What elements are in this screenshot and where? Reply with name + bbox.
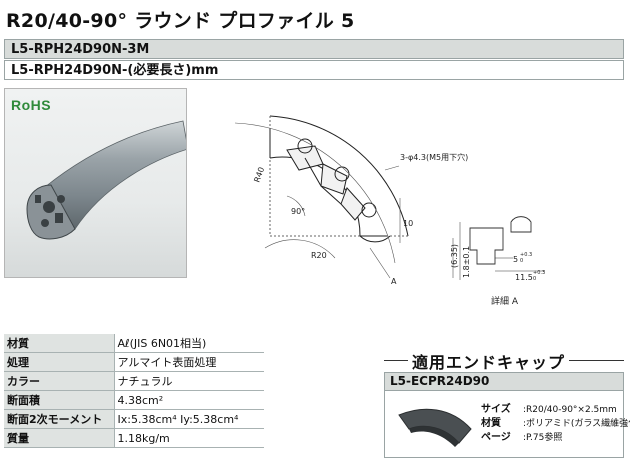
spec-row: カラーナチュラル (4, 371, 264, 391)
dim-5-tol-low: 0 (520, 258, 523, 264)
detail-label: 詳細 A (491, 295, 519, 307)
dim-11-5-tol: +0.3 (533, 270, 545, 276)
endcap-heading: 適用エンドキャップ (384, 349, 624, 373)
dim-r20: R20 (311, 251, 327, 260)
dim-5-tol: +0.3 (520, 252, 532, 258)
dim-r40: R40 (252, 166, 266, 184)
dim-11-5: 11.5 (515, 273, 533, 282)
dim-6-35: (6.35) (450, 244, 459, 268)
endcap-size-row: サイズ:R20/40-90°×2.5mm (481, 404, 617, 415)
product-photo: RoHS (4, 88, 187, 278)
dim-11-5-tol-low: 0 (533, 276, 536, 282)
product-code-3m: L5-RPH24D90N-3M (4, 39, 624, 59)
endcap-material-row: 材質:ポリアミド(ガラス繊維強化) (481, 418, 630, 429)
dim-10: 10 (403, 219, 413, 228)
label-a: A (391, 277, 397, 286)
page-title: R20/40-90° ラウンド プロファイル 5 (6, 10, 355, 32)
dim-5: 5 (513, 255, 518, 264)
product-code-custom: L5-RPH24D90N-(必要長さ)mm (4, 60, 624, 80)
profile-extrusion-image (26, 120, 186, 240)
rohs-badge: RoHS (11, 97, 52, 113)
dim-angle: 90° (291, 207, 305, 216)
endcap-heading-text: 適用エンドキャップ (408, 349, 570, 373)
endcap-page-row: ページ:P.75参照 (481, 432, 563, 443)
dim-1-8: 1.8±0.1 (462, 246, 471, 278)
endcap-code: L5-ECPR24D90 (385, 373, 623, 391)
spec-row: 処理アルマイト表面処理 (4, 352, 264, 372)
endcap-box: L5-ECPR24D90 サイズ:R20/40-90°×2.5mm 材質:ポリア… (384, 372, 630, 458)
endcap-image (398, 408, 472, 447)
endcap-specs: サイズ:R20/40-90°×2.5mm 材質:ポリアミド(ガラス繊維強化) ペ… (481, 403, 630, 445)
hole-note: 3-φ4.3(M5用下穴) (400, 152, 468, 162)
technical-drawing: 3-φ4.3(M5用下穴) R40 90° R20 10 A (6.35) 1.… (234, 115, 545, 307)
